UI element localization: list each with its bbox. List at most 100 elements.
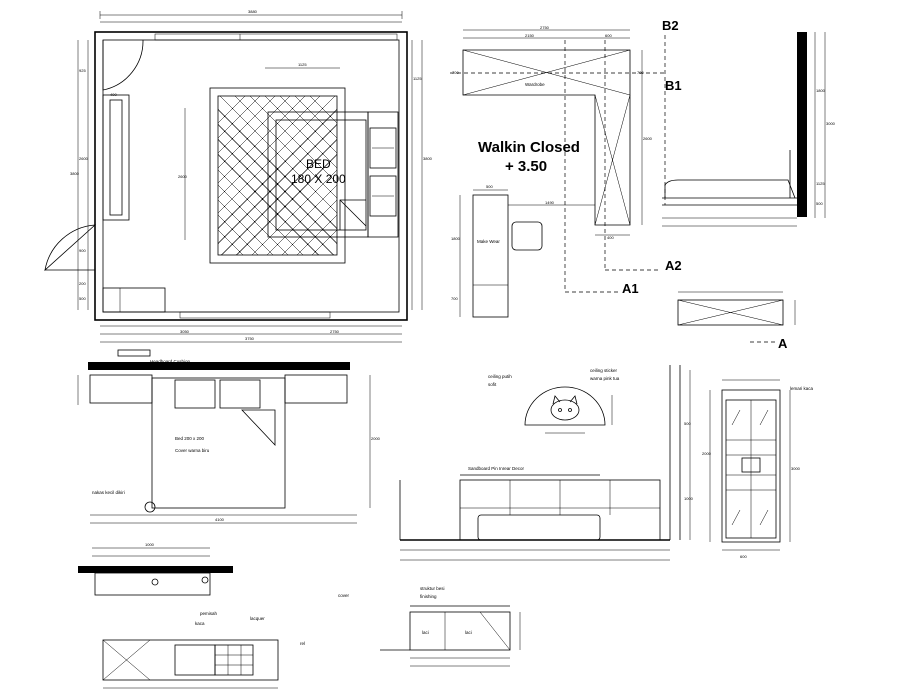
bed-fold	[339, 199, 366, 230]
drawer-diag	[479, 611, 511, 651]
note-far-right: lacquer	[250, 616, 265, 621]
dim-text: 1000	[684, 496, 694, 501]
wardrobe-label: Wardrobe	[525, 82, 545, 87]
note-right-1: pemisah	[200, 611, 218, 616]
pillow-right	[219, 379, 261, 409]
drawer-b-label: laci	[465, 630, 472, 635]
drawer-box	[409, 611, 511, 651]
note-right-2: kaca	[195, 621, 205, 626]
kitty-note-right-2: warna pink tua	[590, 376, 620, 381]
dim-text: 600	[605, 33, 612, 38]
blanket-fold	[241, 409, 276, 447]
note-top-1: struktur besi	[420, 586, 445, 591]
walkin-plan: 2750 2150 600 Wardrobe B2 B1 A2 A1 Walki…	[450, 18, 682, 318]
sofa-elevation: Sandboard Pin Inrear Decor 500 1000	[399, 365, 694, 561]
console-plan-outline	[102, 639, 279, 681]
wardrobe-cross	[594, 94, 631, 226]
headboard-label: Headboard Cushion	[150, 359, 191, 364]
rug-inner	[217, 95, 338, 256]
dim-text: 900	[79, 248, 86, 253]
dim-text: 3000	[826, 121, 836, 126]
door-swing-bottom	[44, 224, 97, 272]
tv-cabinet-inner	[109, 99, 123, 216]
kitty-ears	[552, 395, 578, 405]
console-hatch	[78, 566, 233, 573]
kitty-dome	[524, 386, 606, 426]
bench-section-a: A	[677, 291, 796, 351]
glass-glint	[731, 509, 741, 526]
dim-text: 600	[740, 554, 747, 559]
window-top	[154, 33, 398, 41]
bed-outline	[151, 377, 286, 509]
dim-text: 3880	[248, 9, 258, 14]
wardrobe-cross	[462, 49, 631, 96]
dim-text: 1800	[816, 88, 826, 93]
bed-fold-diag	[339, 199, 367, 227]
kitty-note-left-2: sofit	[488, 382, 497, 387]
dim-text: 1125	[413, 76, 422, 81]
bed-size-label: 180 X 200	[291, 172, 346, 186]
bench-cross	[677, 299, 784, 326]
console-plan: pemisah kaca lacquer	[102, 611, 279, 689]
dim-text: 1000	[145, 542, 155, 547]
headboard	[367, 111, 399, 238]
dim-text: 1800	[451, 236, 461, 241]
stool	[511, 221, 543, 251]
dim-text: 2000	[702, 451, 712, 456]
walkin-title: Walkin Closed	[478, 139, 580, 156]
room-outline	[94, 31, 408, 321]
cabinet-label: lemari kaca	[790, 386, 814, 391]
dim-text: 200	[79, 281, 86, 286]
tall-unit	[472, 194, 509, 318]
note-top-2: finishing	[420, 594, 437, 599]
dim-text: 3800	[70, 171, 80, 176]
bed-text-1: Bed 200 x 200	[175, 436, 205, 441]
dim-text: 400	[110, 92, 117, 97]
tv-console-elevation: 1000	[78, 542, 233, 596]
sofa-label: Sandboard Pin Inrear Decor	[468, 466, 525, 471]
kitty-eye	[558, 408, 562, 412]
console-knob	[151, 578, 159, 586]
wall-hatch	[797, 32, 807, 217]
section-b-elevation: 1800 3000 1125 500	[662, 32, 836, 227]
dim-text: 2600	[643, 136, 653, 141]
nightstand-circle	[144, 501, 156, 513]
bottom-cabinet	[102, 287, 166, 313]
door-swing-top	[102, 39, 144, 91]
dim-text: 700	[452, 70, 459, 75]
dim-text: 500	[79, 296, 86, 301]
ceiling-hatch	[88, 362, 350, 370]
kitty-face	[550, 399, 580, 421]
section-marker-a2: A2	[665, 258, 682, 273]
rug-outer	[209, 87, 346, 264]
dim-text: 2750	[330, 329, 340, 334]
note-left: cover	[338, 593, 350, 598]
kitty-note-right-1: ceiling sticker	[590, 368, 618, 373]
bench-outline	[677, 299, 784, 326]
dim-text: 1125	[816, 181, 825, 186]
rug-hatch	[218, 96, 337, 255]
kitty-note-left-1: ceiling putih	[488, 374, 512, 379]
pillow-left	[174, 379, 216, 409]
label-box	[117, 349, 151, 357]
dim-text: 925	[79, 68, 86, 73]
kitty-ceiling-detail: ceiling putih sofit ceiling sticker warn…	[488, 368, 620, 434]
dim-text: 3050	[180, 329, 190, 334]
glass-glint	[731, 409, 741, 426]
console-knob	[201, 576, 209, 584]
side-table-left	[89, 374, 153, 404]
nightstand-top	[369, 127, 397, 169]
console-grid	[214, 644, 254, 676]
side-table-right	[284, 374, 348, 404]
walkin-level: + 3.50	[505, 158, 547, 175]
console-compartment	[174, 644, 216, 676]
floor-plan: 3880 925 2600 3800 900 200 500 400 2600 …	[44, 9, 433, 343]
dim-text: 2600	[79, 156, 89, 161]
section-marker-b2: B2	[662, 18, 679, 33]
console-cross	[102, 639, 151, 681]
drawer-a-label: laci	[422, 630, 429, 635]
dim-text: 2600	[178, 174, 188, 179]
section-marker-b1: B1	[665, 78, 682, 93]
tall-unit-label: Make Wear	[477, 239, 500, 244]
